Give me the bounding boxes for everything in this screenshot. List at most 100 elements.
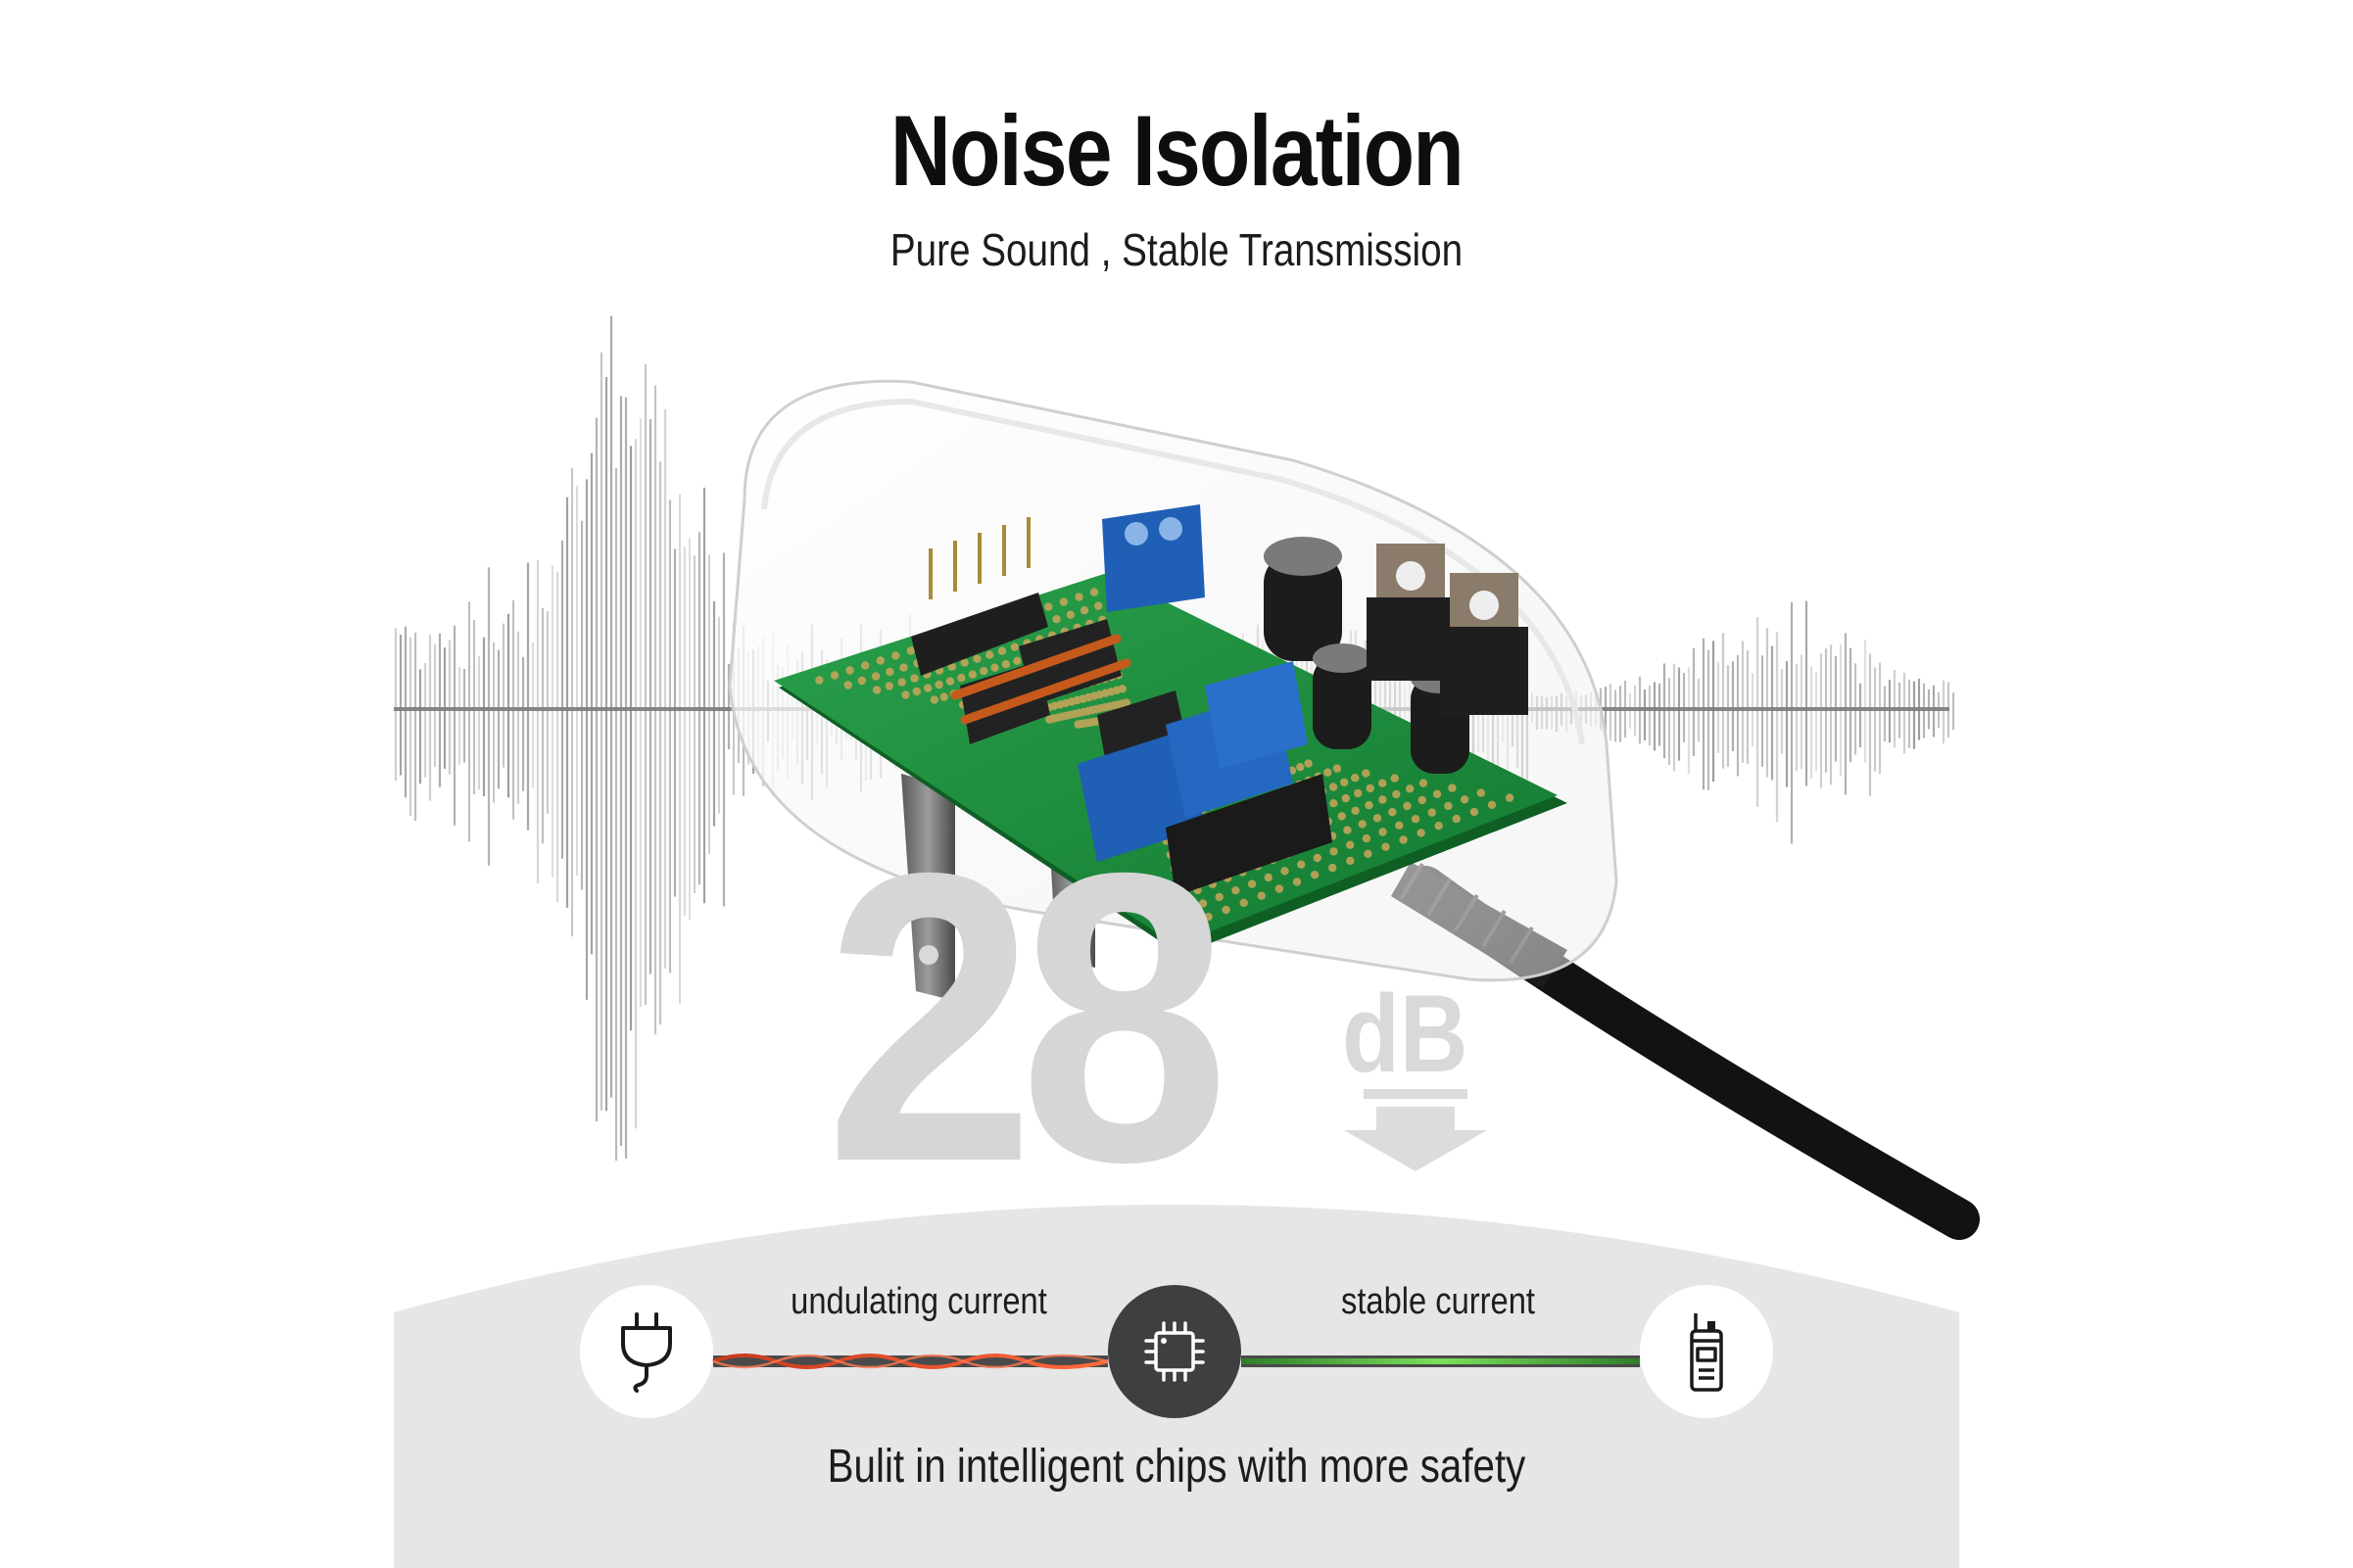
pcb-hole bbox=[1323, 768, 1332, 777]
pcb-hole bbox=[1292, 878, 1302, 886]
pcb-hole bbox=[1444, 801, 1453, 811]
down-arrow-icon bbox=[1344, 1089, 1487, 1171]
pcb-hole bbox=[1448, 784, 1457, 792]
pcb-hole bbox=[1118, 685, 1128, 693]
undulating-current-label: undulating current bbox=[791, 1281, 1047, 1322]
pcb-hole bbox=[1364, 849, 1372, 858]
page-subtitle: Pure Sound , Stable Transmission bbox=[889, 224, 1464, 275]
pcb-hole bbox=[1505, 793, 1514, 802]
pcb-hole bbox=[861, 661, 870, 670]
noise-reduction-unit: dB bbox=[1342, 973, 1468, 1095]
pcb-hole bbox=[1332, 764, 1342, 773]
pcb-hole bbox=[1432, 789, 1442, 798]
pcb-hole bbox=[1044, 602, 1053, 611]
pcb-hole bbox=[1392, 789, 1401, 799]
pcb-hole bbox=[1052, 615, 1061, 624]
pcb-hole bbox=[1204, 912, 1213, 922]
pcb-hole bbox=[997, 646, 1007, 655]
pcb-hole bbox=[1264, 873, 1273, 882]
pcb-hole bbox=[1094, 601, 1103, 610]
pcb-hole bbox=[1239, 898, 1248, 907]
pcb-hole bbox=[1366, 784, 1374, 793]
page-title: Noise Isolation bbox=[889, 95, 1465, 207]
pcb-hole bbox=[1417, 795, 1427, 805]
pcb-hole bbox=[1343, 826, 1352, 834]
pcb-hole bbox=[901, 690, 910, 699]
pcb-hole bbox=[935, 680, 943, 689]
pcb-hole bbox=[1010, 642, 1020, 651]
pcb-hole bbox=[897, 678, 906, 687]
power-plug-circle bbox=[580, 1285, 713, 1418]
power-plug-icon bbox=[621, 1312, 672, 1393]
pcb-hole bbox=[1388, 808, 1397, 817]
pcb-hole bbox=[843, 681, 852, 689]
pcb-hole bbox=[1215, 892, 1224, 902]
pcb-hole bbox=[1122, 698, 1131, 707]
pcb-hole bbox=[1351, 774, 1360, 783]
pcb-hole bbox=[1452, 814, 1462, 824]
pcb-hole bbox=[1460, 795, 1469, 804]
pcb-hole bbox=[1399, 835, 1408, 844]
stable-current-label: stable current bbox=[1340, 1281, 1535, 1322]
pcb-hole bbox=[912, 687, 921, 696]
pcb-hole bbox=[1476, 788, 1486, 797]
pcb-hole bbox=[1075, 593, 1083, 601]
pcb-hole bbox=[1329, 799, 1338, 808]
pcb-hole bbox=[1381, 842, 1390, 851]
pcb-hole bbox=[871, 672, 881, 681]
pcb-hole bbox=[1337, 812, 1346, 821]
pcb-hole bbox=[1418, 779, 1428, 787]
pcb-hole bbox=[1434, 822, 1443, 831]
pcb-hole bbox=[973, 654, 982, 663]
pcb-hole bbox=[1001, 660, 1011, 669]
pcb-hole bbox=[1328, 783, 1338, 791]
pcb-hole bbox=[1257, 891, 1267, 900]
pcb-hole bbox=[1340, 778, 1349, 786]
pcb-hole bbox=[872, 686, 882, 694]
pcb-hole bbox=[830, 671, 840, 680]
pcb-hole bbox=[1297, 860, 1306, 869]
pcb-hole bbox=[1198, 899, 1208, 908]
stable-current-wire bbox=[1241, 1355, 1640, 1367]
pcb-hole bbox=[1346, 856, 1355, 866]
pcb-hole bbox=[985, 650, 994, 659]
chip-circle bbox=[1108, 1285, 1241, 1418]
noise-reduction-value: 28 bbox=[825, 788, 1229, 1248]
undulating-current-wire bbox=[712, 1354, 1109, 1369]
pcb-hole bbox=[891, 651, 900, 660]
pcb-hole bbox=[1089, 588, 1099, 596]
pcb-hole bbox=[1313, 853, 1322, 863]
pcb-hole bbox=[845, 666, 854, 675]
pcb-hole bbox=[1013, 656, 1022, 665]
pcb-hole bbox=[1247, 879, 1257, 888]
pcb-hole bbox=[1231, 886, 1240, 895]
pcb-hole bbox=[857, 676, 867, 686]
pcb-hole bbox=[1469, 807, 1479, 817]
pcb-hole bbox=[899, 663, 908, 672]
pcb-hole bbox=[1362, 769, 1370, 778]
pcb-hole bbox=[1378, 828, 1387, 836]
pcb-hole bbox=[924, 684, 933, 692]
pcb-hole bbox=[990, 663, 999, 672]
pcb-hole bbox=[1403, 801, 1412, 811]
pcb-hole bbox=[815, 676, 824, 685]
pcb-hole bbox=[1351, 806, 1360, 815]
pcb-hole bbox=[945, 677, 955, 686]
pcb-hole bbox=[1296, 763, 1305, 772]
pcb-hole bbox=[1329, 847, 1338, 856]
pcb-hole bbox=[1080, 606, 1089, 615]
pcb-hole bbox=[1365, 800, 1373, 810]
pcb-hole bbox=[1406, 784, 1415, 793]
walkie-talkie-icon bbox=[1690, 1313, 1723, 1392]
pcb-hole bbox=[957, 673, 966, 683]
pcb-hole bbox=[1280, 867, 1289, 876]
pcb-hole bbox=[906, 646, 916, 655]
pcb-hole bbox=[1487, 800, 1497, 809]
pcb-hole bbox=[1059, 597, 1069, 606]
pcb-hole bbox=[885, 682, 894, 690]
footer-tagline: Bulit in intelligent chips with more saf… bbox=[827, 1441, 1526, 1493]
pcb-hole bbox=[1427, 808, 1436, 817]
pcb-components bbox=[911, 504, 1528, 896]
